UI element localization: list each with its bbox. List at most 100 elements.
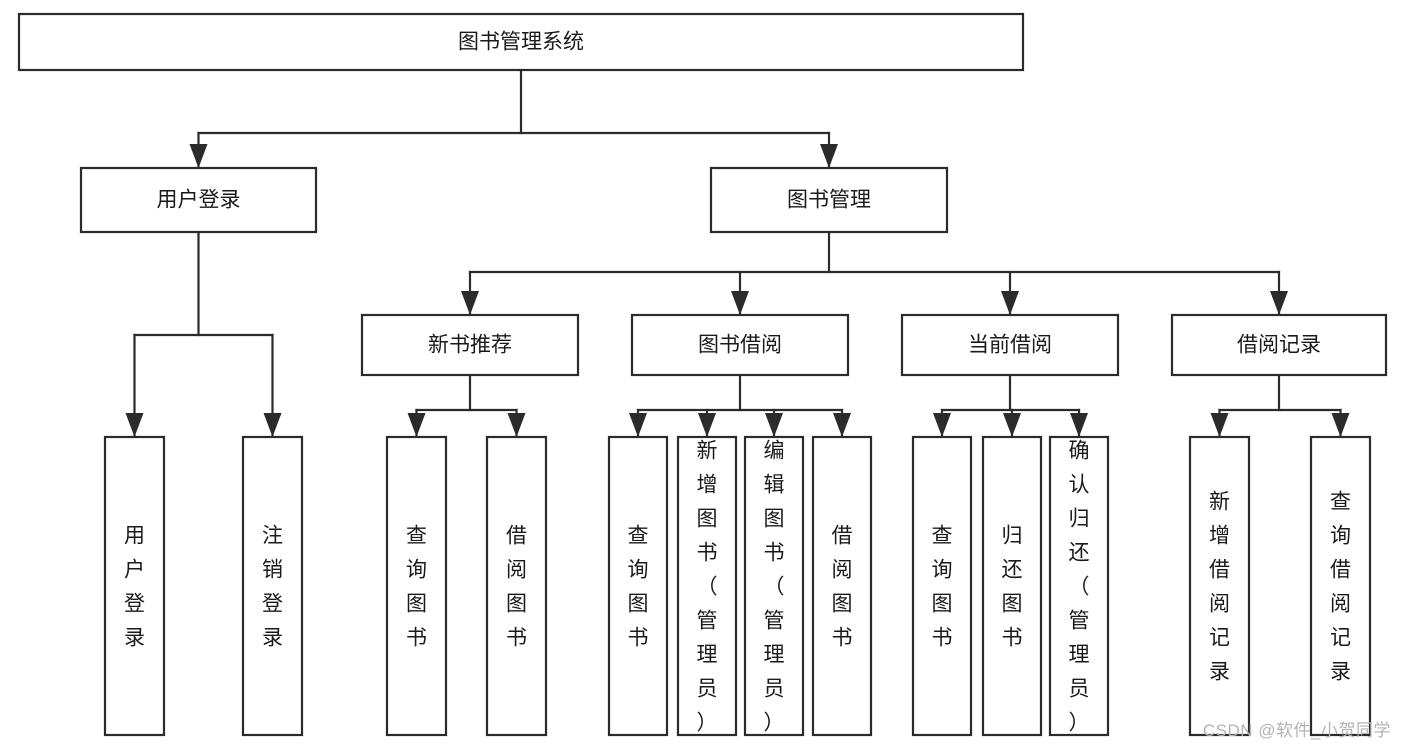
node-label-char: 询 — [1330, 525, 1351, 548]
node-label-current-borrow: 当前借阅 — [968, 334, 1052, 357]
node-label-char: 管 — [764, 610, 785, 633]
node-label-char: 理 — [697, 644, 718, 667]
node-box-leaf-borrow-book-2 — [811, 435, 873, 737]
node-box-user-login — [79, 166, 318, 234]
arrow-head-icon — [507, 413, 526, 437]
node-current-borrow[interactable]: 当前借阅 — [900, 313, 1120, 377]
node-label-char: ） — [764, 712, 785, 735]
arrow-head-icon — [933, 413, 951, 437]
node-label-char: 录 — [1209, 661, 1230, 684]
arrow-head-icon — [263, 413, 282, 437]
node-box-leaf-query-book-1 — [385, 435, 448, 737]
node-label-book-borrow: 图书借阅 — [698, 334, 782, 357]
node-book-borrow[interactable]: 图书借阅 — [630, 313, 850, 377]
arrow-head-icon — [1001, 291, 1019, 315]
arrow-head-icon — [629, 413, 647, 437]
node-leaf-add-record[interactable]: 新增借阅记录新增借阅记录 — [1188, 435, 1251, 737]
node-label-char: 还 — [1002, 559, 1023, 582]
node-leaf-user-logout[interactable]: 注销登录注销登录 — [241, 435, 304, 737]
node-label-char: 员 — [764, 678, 785, 701]
node-label-char: ） — [697, 712, 718, 735]
node-label-char: 编 — [764, 440, 785, 463]
node-box-leaf-add-book — [676, 435, 738, 737]
node-label-char: 新 — [697, 440, 718, 463]
node-label-char: 图 — [764, 508, 785, 531]
node-label-root: 图书管理系统 — [458, 31, 584, 54]
arrow-head-icon — [1270, 291, 1288, 315]
node-label-char: 借 — [1330, 559, 1351, 582]
node-label-char: 询 — [406, 559, 427, 582]
node-label-char: （ — [764, 576, 785, 599]
node-leaf-user-login[interactable]: 用户登录用户登录 — [103, 435, 166, 737]
arrow-head-icon — [407, 413, 426, 437]
node-label-char: 销 — [262, 559, 283, 582]
node-new-book-rec[interactable]: 新书推荐 — [360, 313, 580, 377]
node-leaf-query-book-1[interactable]: 查询图书查询图书 — [385, 435, 448, 737]
node-leaf-borrow-book-2[interactable]: 借阅图书借阅图书 — [811, 435, 873, 737]
node-label-char: 增 — [1209, 525, 1230, 548]
node-label-char: 理 — [764, 644, 785, 667]
node-label-char: 借 — [832, 525, 853, 548]
node-label-char: 书 — [628, 627, 649, 650]
node-leaf-query-record[interactable]: 查询借阅记录查询借阅记录 — [1309, 435, 1372, 737]
node-label-char: 还 — [1069, 542, 1090, 565]
node-label-char: 阅 — [832, 559, 853, 582]
node-label-char: 书 — [1002, 627, 1023, 650]
node-leaf-return-book[interactable]: 归还图书归还图书 — [981, 435, 1043, 737]
arrow-head-icon — [1070, 413, 1088, 437]
arrow-head-icon — [820, 144, 838, 168]
node-label-char: 查 — [1330, 491, 1351, 514]
node-box-leaf-edit-book — [743, 435, 805, 737]
node-box-root — [17, 12, 1025, 72]
node-label-char: 查 — [628, 525, 649, 548]
arrow-head-icon — [1331, 413, 1350, 437]
node-label-char: 书 — [406, 627, 427, 650]
node-box-book-manage — [709, 166, 949, 234]
node-label-char: 借 — [506, 525, 527, 548]
arrow-head-icon — [1210, 413, 1229, 437]
node-label-char: （ — [1069, 576, 1090, 599]
node-label-char: 查 — [932, 525, 953, 548]
node-box-leaf-confirm-return — [1048, 435, 1110, 737]
node-label-char: 辑 — [764, 474, 785, 497]
node-leaf-query-book-3[interactable]: 查询图书查询图书 — [911, 435, 973, 737]
node-label-char: 录 — [124, 627, 145, 650]
node-label-char: 图 — [406, 593, 427, 616]
arrow-head-icon — [189, 144, 208, 168]
node-label-char: （ — [697, 576, 718, 599]
node-label-char: 询 — [932, 559, 953, 582]
node-label-char: 图 — [506, 593, 527, 616]
node-label-new-book-rec: 新书推荐 — [428, 334, 512, 357]
node-label-char: 注 — [262, 525, 283, 548]
arrow-head-icon — [698, 413, 716, 437]
node-box-leaf-return-book — [981, 435, 1043, 737]
node-label-char: 图 — [628, 593, 649, 616]
node-box-leaf-add-record — [1188, 435, 1251, 737]
node-box-new-book-rec — [360, 313, 580, 377]
arrow-head-icon — [1003, 413, 1021, 437]
node-box-leaf-user-login — [103, 435, 166, 737]
node-root[interactable]: 图书管理系统 — [17, 12, 1025, 72]
node-label-char: 书 — [832, 627, 853, 650]
node-book-manage[interactable]: 图书管理 — [709, 166, 949, 234]
node-user-login[interactable]: 用户登录 — [79, 166, 318, 234]
arrow-head-icon — [125, 413, 144, 437]
node-box-borrow-record — [1170, 313, 1388, 377]
node-leaf-borrow-book-1[interactable]: 借阅图书借阅图书 — [485, 435, 548, 737]
arrow-head-icon — [765, 413, 783, 437]
node-box-leaf-user-logout — [241, 435, 304, 737]
node-label-char: 图 — [932, 593, 953, 616]
node-label-char: 书 — [697, 542, 718, 565]
node-label-char: 书 — [932, 627, 953, 650]
node-leaf-query-book-2[interactable]: 查询图书查询图书 — [607, 435, 669, 737]
node-label-char: 增 — [697, 474, 718, 497]
node-box-leaf-query-book-2 — [607, 435, 669, 737]
node-box-current-borrow — [900, 313, 1120, 377]
node-label-char: 询 — [628, 559, 649, 582]
node-borrow-record[interactable]: 借阅记录 — [1170, 313, 1388, 377]
